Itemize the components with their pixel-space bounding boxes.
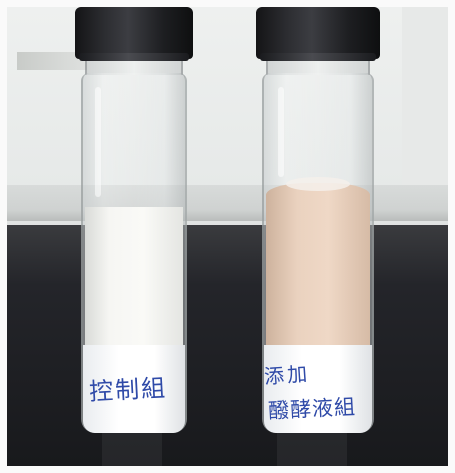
vial-fermentation: 添加 醱酵液組 <box>256 7 380 466</box>
background-shelf <box>7 185 448 221</box>
vial-cap-ring <box>79 53 189 61</box>
photo-frame: 控制組 添加 醱酵液組 <box>7 7 448 466</box>
vial-cap <box>75 7 193 59</box>
counter-surface <box>7 225 448 466</box>
label-handwriting-line-2: 醱酵液組 <box>267 394 357 424</box>
vial-cap-ring <box>260 53 376 61</box>
background-wall <box>402 7 448 185</box>
vial-neck <box>266 61 370 75</box>
background-window <box>17 52 87 70</box>
label-handwriting: 控制組 <box>88 373 168 407</box>
label-handwriting-line-1: 添加 <box>263 361 311 389</box>
vial-label <box>83 345 185 433</box>
vial-label <box>264 345 372 433</box>
vial-control: 控制組 <box>75 7 193 466</box>
glass-highlight <box>278 87 284 177</box>
vial-cap <box>256 7 380 59</box>
vial-neck <box>85 61 183 75</box>
vial-foam <box>286 177 350 191</box>
glass-highlight <box>95 87 101 197</box>
